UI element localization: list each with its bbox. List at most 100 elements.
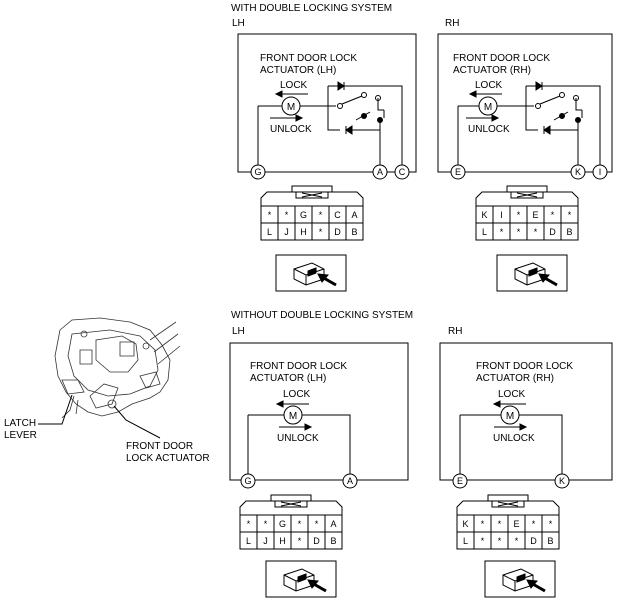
connector-pin-label: A: [351, 210, 357, 220]
lh-label-bottom: LH: [232, 326, 245, 337]
lock-label-1: LOCK: [280, 80, 308, 91]
connector-view-icon: [496, 254, 568, 292]
connector-pin-label: J: [263, 536, 268, 546]
connector-pin-label: G: [279, 519, 286, 529]
connector-pin-label: C: [334, 210, 341, 220]
unlock-label-4: UNLOCK: [493, 433, 535, 444]
actuator-callout-1: FRONT DOOR: [126, 441, 194, 452]
rh-label-top: RH: [445, 18, 460, 29]
terminal-k-rh: K: [575, 167, 581, 177]
connector-pin-label: B: [351, 227, 357, 237]
terminal-c-lh: C: [399, 167, 406, 177]
connector-pin-label: *: [268, 210, 272, 220]
actuator-lh2-title-1: FRONT DOOR LOCK: [250, 361, 348, 372]
actuator-lh-title-1: FRONT DOOR LOCK: [260, 53, 358, 64]
connector-pin-label: K: [462, 519, 468, 529]
connector-pin-label: B: [566, 227, 572, 237]
connector-pin-label: *: [551, 210, 555, 220]
actuator-rh-title-2: ACTUATOR (RH): [453, 65, 531, 76]
connector-pin-label: *: [498, 519, 502, 529]
lock-label-3: LOCK: [283, 389, 311, 400]
connector-pin-label: D: [549, 227, 556, 237]
connector-pin-label: L: [463, 536, 468, 546]
connector-pin-label: E: [532, 210, 538, 220]
connector-pin-label: E: [513, 519, 519, 529]
connector-pin-label: *: [515, 536, 519, 546]
connector-pin-label: G: [300, 210, 307, 220]
connector-pin-label: B: [330, 536, 336, 546]
unlock-label-3: UNLOCK: [277, 433, 319, 444]
connector-pin-label: A: [330, 519, 336, 529]
connector-pin-label: *: [517, 227, 521, 237]
connector-pin-label: *: [517, 210, 521, 220]
lh-label-top: LH: [232, 18, 245, 29]
actuator-callout-2: LOCK ACTUATOR: [126, 453, 210, 464]
connector-pin-label: *: [285, 210, 289, 220]
connector-pin-label: *: [247, 519, 251, 529]
connector-pin-label: *: [319, 210, 323, 220]
connector-pin-label: *: [315, 519, 319, 529]
connector-pin-label: J: [284, 227, 289, 237]
connector-pin-label: B: [547, 536, 553, 546]
connector-pin-label: *: [498, 536, 502, 546]
terminal-i-rh: I: [599, 167, 602, 177]
door-latch-illustration: [54, 317, 181, 419]
actuator-lh-title-2: ACTUATOR (LH): [260, 65, 337, 76]
connector-pin-label: L: [267, 227, 272, 237]
connector-pin-label: K: [481, 210, 487, 220]
connector-pin-label: D: [334, 227, 341, 237]
without-double-heading: WITHOUT DOUBLE LOCKING SYSTEM: [231, 310, 414, 321]
motor-symbol-3: M: [289, 411, 297, 422]
latch-lever-label-2: LEVER: [4, 430, 37, 441]
terminal-e-rh: E: [455, 167, 461, 177]
connector-pin-label: *: [319, 227, 323, 237]
connector-pin-label: H: [279, 536, 286, 546]
connector-pin-label: *: [500, 227, 504, 237]
terminal-a-lh: A: [377, 167, 383, 177]
with-double-heading: WITH DOUBLE LOCKING SYSTEM: [231, 3, 393, 14]
connector-pin-label: *: [568, 210, 572, 220]
connector-view-icon: [265, 560, 337, 598]
terminal-e-rh2: E: [457, 476, 463, 486]
actuator-rh2-title-2: ACTUATOR (RH): [476, 373, 554, 384]
rh-single-circuit: [439, 342, 613, 489]
unlock-label-2: UNLOCK: [468, 124, 510, 135]
lh-single-circuit: [229, 342, 409, 489]
connector-pin-label: H: [300, 227, 307, 237]
motor-symbol-2: M: [484, 102, 492, 113]
connector-view-icon: [275, 254, 347, 292]
connector-pin-label: *: [481, 519, 485, 529]
connector-pin-label: *: [481, 536, 485, 546]
terminal-k-rh2: K: [559, 476, 565, 486]
connector-pin-label: *: [264, 519, 268, 529]
rh-double-circuit: [437, 33, 613, 180]
connector-pin-label: *: [532, 519, 536, 529]
connector-pin-label: *: [298, 519, 302, 529]
motor-symbol-1: M: [287, 102, 295, 113]
rh-label-bottom: RH: [448, 326, 463, 337]
unlock-label-1: UNLOCK: [270, 124, 312, 135]
actuator-lh2-title-2: ACTUATOR (LH): [250, 373, 327, 384]
motor-symbol-4: M: [506, 411, 514, 422]
terminal-a-lh2: A: [347, 476, 353, 486]
connector-pin-label: L: [482, 227, 487, 237]
connector-pin-label: *: [298, 536, 302, 546]
connector-pin-label: *: [549, 519, 553, 529]
terminal-g-lh2: G: [244, 476, 251, 486]
latch-lever-label-1: LATCH: [4, 418, 37, 429]
lock-label-4: LOCK: [498, 389, 526, 400]
connector-view-icon: [484, 560, 556, 598]
actuator-leader: [113, 405, 161, 439]
connector-pin-label: *: [534, 227, 538, 237]
actuator-rh2-title-1: FRONT DOOR LOCK: [476, 361, 574, 372]
connector-pin-label: D: [313, 536, 320, 546]
lh-double-circuit: [237, 33, 417, 180]
connector-pin-label: I: [500, 210, 503, 220]
connector-pin-label: D: [530, 536, 537, 546]
latch-lever-leader: [38, 394, 73, 425]
